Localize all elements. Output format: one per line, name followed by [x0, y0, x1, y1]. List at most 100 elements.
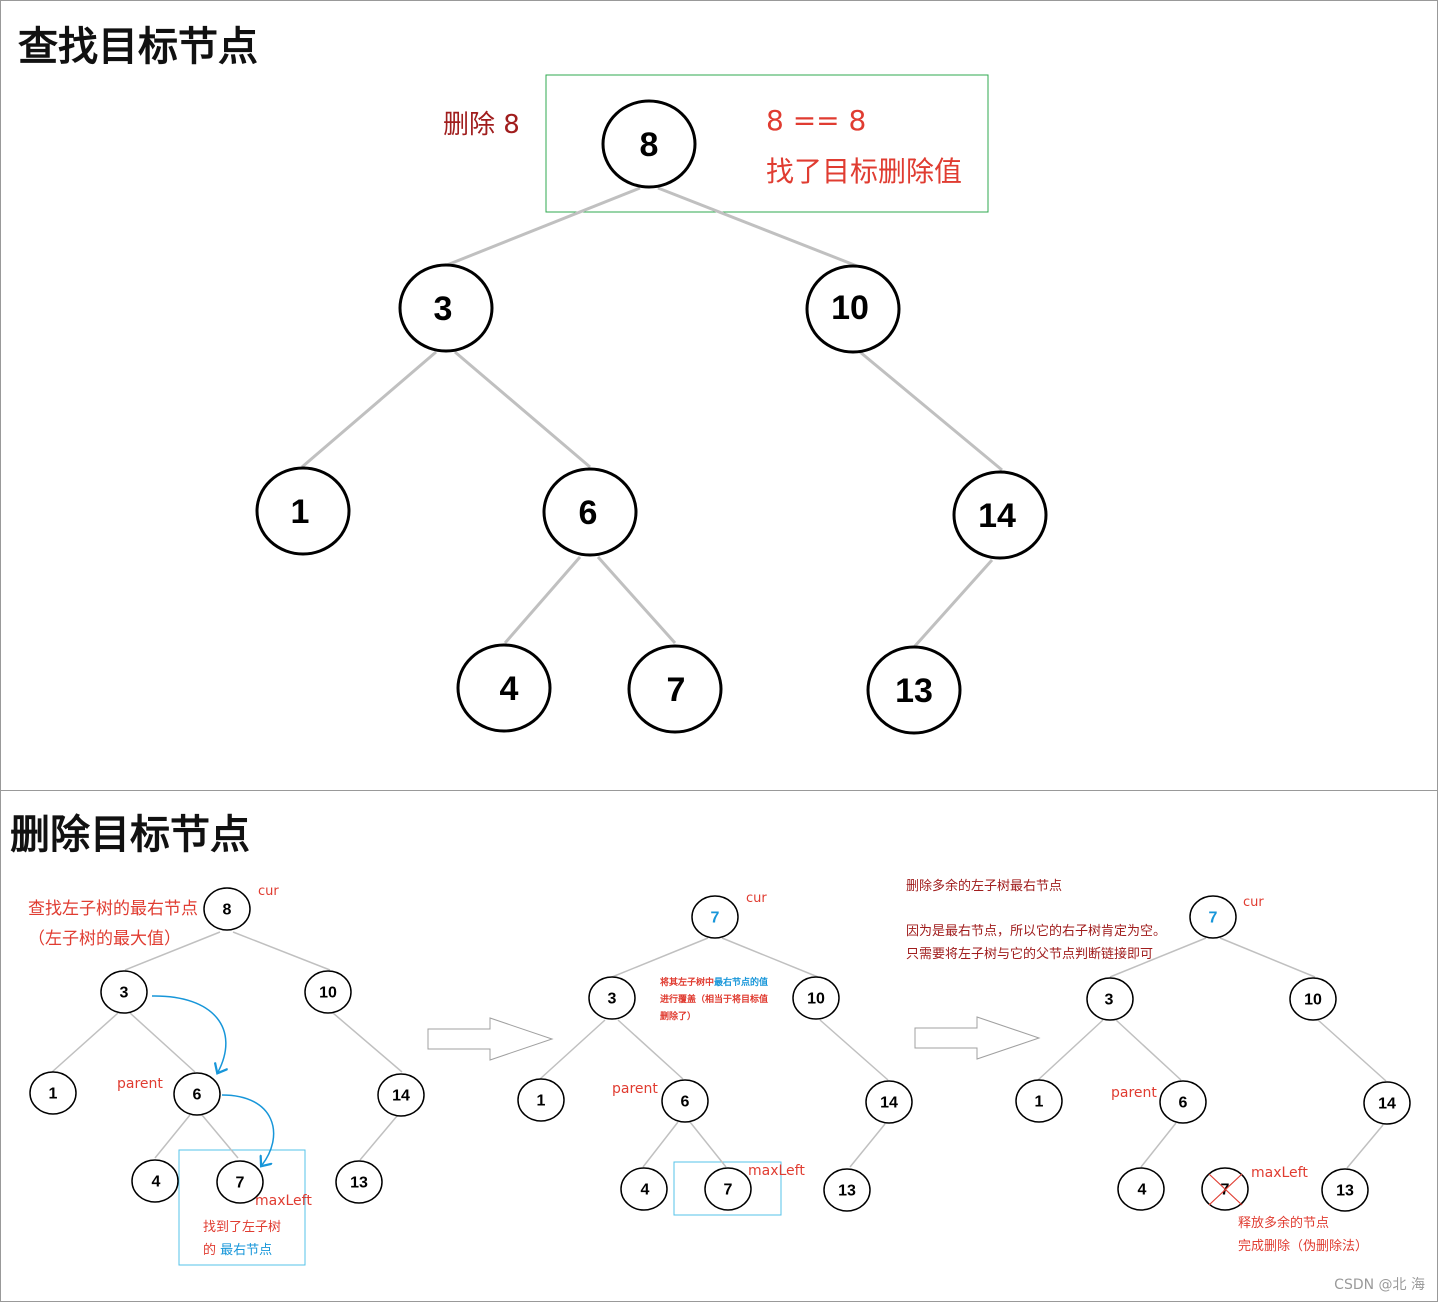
- step2-parent-label: parent: [612, 1081, 658, 1097]
- step2-node-7: [704, 1167, 752, 1211]
- tree-node-8: [601, 99, 697, 189]
- tree-node-10: [805, 264, 901, 354]
- step3-label-13: 13: [1336, 1183, 1354, 1200]
- step1-label-14: 14: [392, 1088, 410, 1105]
- step3-note-line1: 删除多余的左子树最右节点: [906, 879, 1063, 894]
- step3-parent-label: parent: [1111, 1085, 1157, 1101]
- step3-maxleft-label: maxLeft: [1251, 1165, 1308, 1181]
- step1-label-10: 10: [319, 985, 337, 1002]
- step2-node-14: [865, 1080, 913, 1124]
- top-tree-diagram: 8 3 10 1 6 14 4 7 13: [255, 74, 1048, 735]
- step1-label-13: 13: [350, 1175, 368, 1192]
- tree-node-3: [398, 263, 494, 353]
- node-label-7: 7: [667, 671, 686, 709]
- step1-node-1: [29, 1071, 77, 1115]
- step1-node-8: [203, 887, 251, 931]
- node-label-6: 6: [579, 494, 598, 532]
- step2-label-3: 3: [608, 991, 617, 1008]
- step1-label-8: 8: [223, 902, 232, 919]
- step3-release-line2: 完成删除（伪删除法）: [1238, 1239, 1369, 1254]
- step3-node-10: [1289, 977, 1337, 1021]
- step1-label-1: 1: [49, 1086, 58, 1103]
- step2-label-7: 7: [724, 1182, 733, 1199]
- step2-note-line1: 将其左子树中最右节点的值: [660, 975, 768, 988]
- step3-node-4: [1117, 1167, 1165, 1211]
- edge-8-3: [446, 186, 641, 267]
- step2-label-6: 6: [681, 1094, 690, 1111]
- step1-found-highlight: 最右节点: [220, 1243, 273, 1258]
- node-label-8: 8: [640, 126, 659, 164]
- step2-label-13: 13: [838, 1183, 856, 1200]
- step3-label-1: 1: [1035, 1094, 1044, 1111]
- step1-maxleft-label: maxLeft: [255, 1193, 312, 1209]
- step1-found-line1: 找到了左子树: [203, 1220, 282, 1235]
- edge-6-7: [596, 555, 677, 645]
- step1-node-7: [216, 1160, 264, 1204]
- step2-label-14: 14: [880, 1095, 898, 1112]
- node-label-4: 4: [500, 670, 519, 708]
- delete-target-heading: 删除目标节点: [10, 812, 250, 858]
- csdn-watermark: CSDN @北 海: [1334, 1277, 1425, 1293]
- step-arrow-1-to-2: [427, 1017, 554, 1061]
- step1-note-line1: 查找左子树的最右节点: [28, 899, 198, 919]
- step1-node-3: [100, 970, 148, 1014]
- step3-node-6: [1159, 1080, 1207, 1124]
- step1-node-13: [335, 1160, 383, 1204]
- step3-node-14: [1363, 1081, 1411, 1125]
- edge-8-10: [657, 186, 858, 268]
- step1-node-14: [377, 1073, 425, 1117]
- step1-tree: 8 3 10 1 6 14 4 7 13: [29, 887, 425, 1266]
- step1-node-10: [304, 970, 352, 1014]
- step2-label-4: 4: [641, 1182, 650, 1199]
- step1-arrow-6-to-7: [221, 1094, 275, 1165]
- edge-6-4: [503, 556, 582, 644]
- find-target-heading: 查找目标节点: [18, 24, 258, 70]
- step3-label-4: 4: [1138, 1182, 1147, 1199]
- step1-note-line2: （左子树的最大值）: [28, 929, 181, 949]
- step2-node-1: [517, 1078, 565, 1122]
- edge-3-1: [301, 350, 437, 469]
- step1-cur-label: cur: [258, 884, 279, 899]
- tree-node-6: [542, 467, 638, 557]
- node-label-13: 13: [895, 672, 933, 710]
- find-target-panel: [0, 0, 1438, 791]
- step2-node-3: [588, 976, 636, 1020]
- step2-note-prefix: 将其左子树中: [660, 978, 715, 988]
- step3-label-root: 7: [1209, 910, 1218, 927]
- step3-node-root: [1189, 895, 1237, 939]
- found-target-text: 找了目标删除值: [766, 155, 963, 188]
- step2-node-6: [661, 1079, 709, 1123]
- step3-label-6: 6: [1179, 1095, 1188, 1112]
- step-arrow-2-to-3: [914, 1016, 1041, 1060]
- edge-14-13: [913, 558, 994, 648]
- step3-node-13: [1321, 1168, 1369, 1212]
- step1-parent-label: parent: [117, 1076, 163, 1092]
- top-tree-edges: [301, 186, 1003, 648]
- step2-node-13: [823, 1168, 871, 1212]
- step2-node-root: [691, 895, 739, 939]
- step2-cur-label: cur: [746, 891, 767, 906]
- tree-node-1: [255, 466, 351, 556]
- release-cross-icon: [1208, 1173, 1243, 1206]
- step2-node-10: [792, 976, 840, 1020]
- tree-node-7: [627, 644, 723, 734]
- step1-label-3: 3: [120, 985, 129, 1002]
- step2-label-root: 7: [711, 910, 720, 927]
- step3-note-line3: 只需要将左子树与它的父节点判断链接即可: [906, 947, 1154, 962]
- node-label-10: 10: [831, 289, 869, 327]
- step3-node-3: [1086, 977, 1134, 1021]
- step1-label-4: 4: [152, 1174, 161, 1191]
- target-found-box: [545, 74, 989, 213]
- step3-cur-label: cur: [1243, 895, 1264, 910]
- step2-note-line3: 删除了）: [660, 1012, 697, 1022]
- step2-label-1: 1: [537, 1093, 546, 1110]
- node-label-1: 1: [291, 493, 310, 531]
- step3-label-14: 14: [1378, 1096, 1396, 1113]
- tree-node-14: [952, 470, 1048, 560]
- step3-tree: 7 3 10 1 6 14 4 7 13: [1015, 895, 1411, 1212]
- step1-label-6: 6: [193, 1087, 202, 1104]
- step1-found-prefix: 的: [203, 1243, 221, 1258]
- tree-node-4: [456, 643, 552, 733]
- step1-node-4: [131, 1159, 179, 1203]
